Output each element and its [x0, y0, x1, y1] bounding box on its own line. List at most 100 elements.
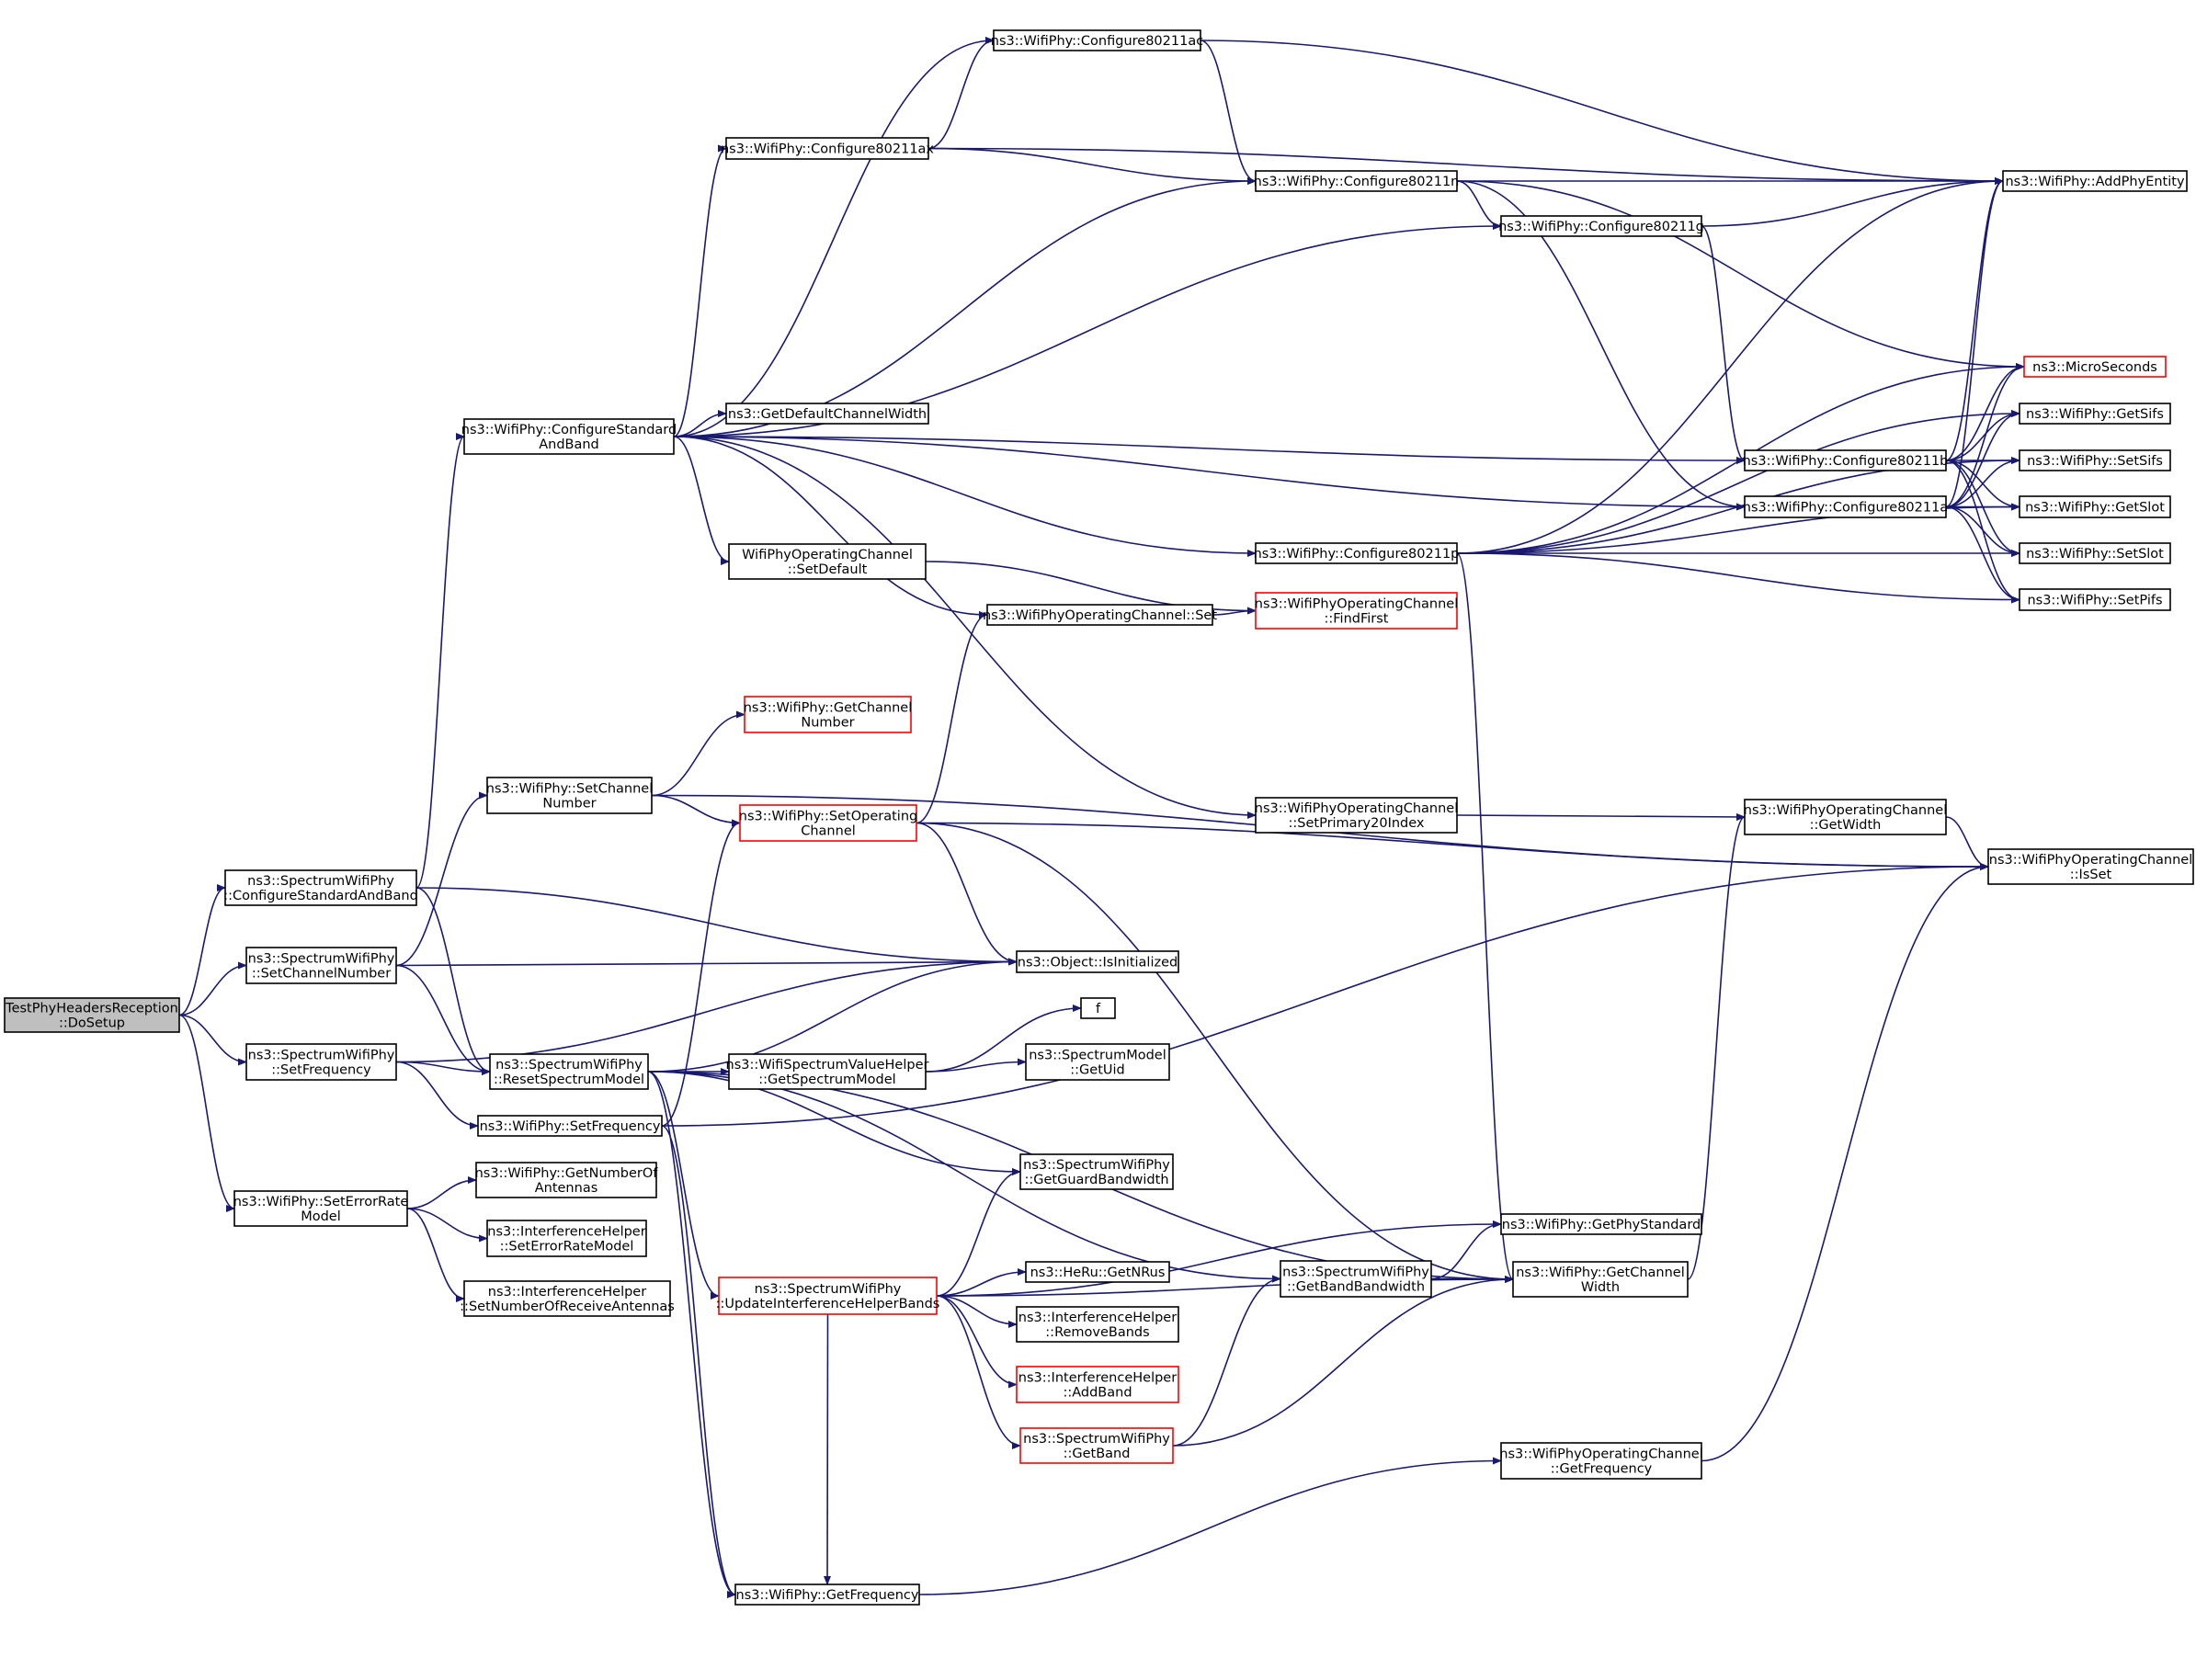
node-box[interactable] — [1987, 848, 2194, 885]
node-ns3-spectrumwifiphy-setchannelnumber[interactable]: ns3::SpectrumWifiPhy::SetChannelNumber — [245, 947, 397, 984]
node-ns3-wifiphyoperatingchannel-set[interactable]: ns3::WifiPhyOperatingChannel::Set — [983, 604, 1217, 626]
node-ns3-wifiphyoperatingchannel-findfirst[interactable]: ns3::WifiPhyOperatingChannel::FindFirst — [1255, 592, 1458, 630]
node-ns3-wifiphy-seterrorrate-model[interactable]: ns3::WifiPhy::SetErrorRateModel — [233, 1190, 409, 1227]
node-ns3-wifiphy-setchannel-number[interactable]: ns3::WifiPhy::SetChannelNumber — [486, 777, 654, 814]
node-box[interactable] — [1280, 1260, 1432, 1298]
node-ns3-wifiphyoperatingchannel-isset[interactable]: ns3::WifiPhyOperatingChannel::IsSet — [1987, 848, 2194, 885]
node-box[interactable] — [2019, 403, 2171, 425]
node-box[interactable] — [1500, 1442, 1702, 1480]
node-box[interactable] — [1016, 1306, 1179, 1343]
node-box[interactable] — [728, 1053, 927, 1090]
node-ns3-interferencehelper-addband[interactable]: ns3::InterferenceHelper::AddBand — [1016, 1366, 1179, 1403]
node-box[interactable] — [2019, 495, 2171, 518]
node-box[interactable] — [1500, 1213, 1702, 1235]
node-ns3-wifiphy-configure80211a[interactable]: ns3::WifiPhy::Configure80211a — [1743, 495, 1948, 518]
node-ns3-spectrumwifiphy-getbandbandwidth[interactable]: ns3::SpectrumWifiPhy::GetBandBandwidth — [1280, 1260, 1432, 1298]
node-box[interactable] — [2002, 170, 2188, 192]
node-box[interactable] — [2019, 542, 2171, 564]
node-box[interactable] — [1255, 170, 1458, 192]
node-ns3-wifiphy-setslot[interactable]: ns3::WifiPhy::SetSlot — [2019, 542, 2171, 564]
node-box[interactable] — [1744, 799, 1947, 835]
node-ns3-spectrumwifiphy-updateinterferencehelperbands[interactable]: ns3::SpectrumWifiPhy::UpdateInterference… — [716, 1277, 940, 1315]
node-ns3-wifiphy-getsifs[interactable]: ns3::WifiPhy::GetSifs — [2019, 403, 2171, 425]
node-box[interactable] — [725, 403, 929, 425]
node-box[interactable] — [718, 1277, 938, 1315]
node-ns3-wifiphy-configure80211ac[interactable]: ns3::WifiPhy::Configure80211ac — [991, 29, 1203, 51]
node-ns3-spectrumwifiphy-setfrequency[interactable]: ns3::SpectrumWifiPhy::SetFrequency — [245, 1043, 397, 1081]
node-box[interactable] — [1016, 950, 1179, 973]
node-box[interactable] — [4, 997, 180, 1033]
node-ns3-wifiphy-configure80211p[interactable]: ns3::WifiPhy::Configure80211p — [1254, 542, 1460, 564]
node-ns3-wifiphy-configure80211ax[interactable]: ns3::WifiPhy::Configure80211ax — [721, 137, 934, 160]
node-box[interactable] — [489, 1053, 649, 1090]
node-ns3-wifiphy-setpifs[interactable]: ns3::WifiPhy::SetPifs — [2019, 588, 2171, 611]
node-box[interactable] — [475, 1162, 657, 1198]
node-ns3-interferencehelper-setnumberofreceiveantennas[interactable]: ns3::InterferenceHelper::SetNumberOfRece… — [460, 1280, 675, 1317]
node-wifiphyoperatingchannel-setdefault[interactable]: WifiPhyOperatingChannel::SetDefault — [728, 543, 927, 580]
node-ns3-interferencehelper-removebands[interactable]: ns3::InterferenceHelper::RemoveBands — [1016, 1306, 1179, 1343]
node-box[interactable] — [744, 696, 912, 733]
node-ns3-wifiphy-configure80211n[interactable]: ns3::WifiPhy::Configure80211n — [1254, 170, 1460, 192]
node-box[interactable] — [1255, 542, 1458, 564]
node-testphyheadersreception-dosetup[interactable]: TestPhyHeadersReception::DoSetup — [4, 997, 180, 1033]
node-ns3-wifiphy-configure80211g[interactable]: ns3::WifiPhy::Configure80211g — [1498, 215, 1704, 237]
node-box[interactable] — [1744, 495, 1947, 518]
node-box[interactable] — [993, 29, 1201, 51]
node-ns3-wifiphyoperatingchannel-getfrequency[interactable]: ns3::WifiPhyOperatingChannel::GetFrequen… — [1499, 1442, 1703, 1480]
node-box[interactable] — [1500, 215, 1702, 237]
node-box[interactable] — [1255, 592, 1458, 630]
node-box[interactable] — [224, 869, 417, 906]
node-box[interactable] — [486, 777, 653, 814]
node-ns3-wifiphy-getfrequency[interactable]: ns3::WifiPhy::GetFrequency — [734, 1584, 920, 1606]
node-box[interactable] — [1025, 1043, 1170, 1081]
node-box[interactable] — [739, 804, 917, 842]
node-box[interactable] — [1019, 1427, 1174, 1464]
node-box[interactable] — [1512, 1261, 1689, 1298]
node-ns3-wifiphy-addphyentity[interactable]: ns3::WifiPhy::AddPhyEntity — [2002, 170, 2188, 192]
node-box[interactable] — [1025, 1261, 1170, 1283]
node-box[interactable] — [463, 418, 675, 455]
node-box[interactable] — [986, 604, 1213, 626]
node-ns3-object-isinitialized[interactable]: ns3::Object::IsInitialized — [1016, 950, 1179, 973]
node-box[interactable] — [1255, 797, 1458, 834]
node-box[interactable] — [2019, 588, 2171, 611]
node-box[interactable] — [1744, 449, 1947, 471]
node-ns3-wifiphy-getphystandard[interactable]: ns3::WifiPhy::GetPhyStandard — [1500, 1213, 1702, 1235]
node-box[interactable] — [245, 947, 397, 984]
node-ns3-wifiphy-configurestandard-andband[interactable]: ns3::WifiPhy::ConfigureStandardAndBand — [461, 418, 677, 455]
node-f[interactable]: f — [1080, 997, 1116, 1019]
node-box[interactable] — [463, 1280, 671, 1317]
node-box[interactable] — [1016, 1366, 1179, 1403]
node-ns3-spectrumwifiphy-resetspectrummodel[interactable]: ns3::SpectrumWifiPhy::ResetSpectrumModel — [489, 1053, 649, 1090]
node-box[interactable] — [486, 1220, 647, 1257]
node-box[interactable] — [477, 1115, 663, 1137]
node-box[interactable] — [1019, 1153, 1174, 1190]
node-box[interactable] — [725, 137, 929, 160]
node-ns3-wifispectrumvaluehelper-getspectrummodel[interactable]: ns3::WifiSpectrumValueHelper::GetSpectru… — [726, 1053, 929, 1090]
node-box[interactable] — [1080, 997, 1116, 1019]
node-box[interactable] — [734, 1584, 920, 1606]
node-box[interactable] — [233, 1190, 408, 1227]
node-ns3-spectrummodel-getuid[interactable]: ns3::SpectrumModel::GetUid — [1025, 1043, 1170, 1081]
node-ns3-spectrumwifiphy-getguardbandwidth[interactable]: ns3::SpectrumWifiPhy::GetGuardBandwidth — [1019, 1153, 1174, 1190]
node-ns3-spectrumwifiphy-configurestandardandband[interactable]: ns3::SpectrumWifiPhy::ConfigureStandardA… — [223, 869, 418, 906]
node-ns3-heru-getnrus[interactable]: ns3::HeRu::GetNRus — [1025, 1261, 1170, 1283]
node-ns3-wifiphy-setsifs[interactable]: ns3::WifiPhy::SetSifs — [2019, 449, 2171, 471]
node-box[interactable] — [245, 1043, 397, 1081]
node-ns3-wifiphyoperatingchannel-setprimary20index[interactable]: ns3::WifiPhyOperatingChannel::SetPrimary… — [1255, 797, 1458, 834]
node-ns3-wifiphy-setfrequency[interactable]: ns3::WifiPhy::SetFrequency — [477, 1115, 663, 1137]
node-ns3-microseconds[interactable]: ns3::MicroSeconds — [2023, 356, 2167, 378]
node-box[interactable] — [728, 543, 927, 580]
node-ns3-spectrumwifiphy-getband[interactable]: ns3::SpectrumWifiPhy::GetBand — [1019, 1427, 1174, 1464]
node-ns3-getdefaultchannelwidth[interactable]: ns3::GetDefaultChannelWidth — [725, 403, 929, 425]
node-box[interactable] — [2019, 449, 2171, 471]
node-ns3-wifiphy-configure80211b[interactable]: ns3::WifiPhy::Configure80211b — [1743, 449, 1949, 471]
node-ns3-wifiphy-getslot[interactable]: ns3::WifiPhy::GetSlot — [2019, 495, 2171, 518]
node-box[interactable] — [2023, 356, 2167, 378]
node-ns3-interferencehelper-seterrorratemodel[interactable]: ns3::InterferenceHelper::SetErrorRateMod… — [486, 1220, 647, 1257]
node-ns3-wifiphyoperatingchannel-getwidth[interactable]: ns3::WifiPhyOperatingChannel::GetWidth — [1744, 799, 1947, 835]
